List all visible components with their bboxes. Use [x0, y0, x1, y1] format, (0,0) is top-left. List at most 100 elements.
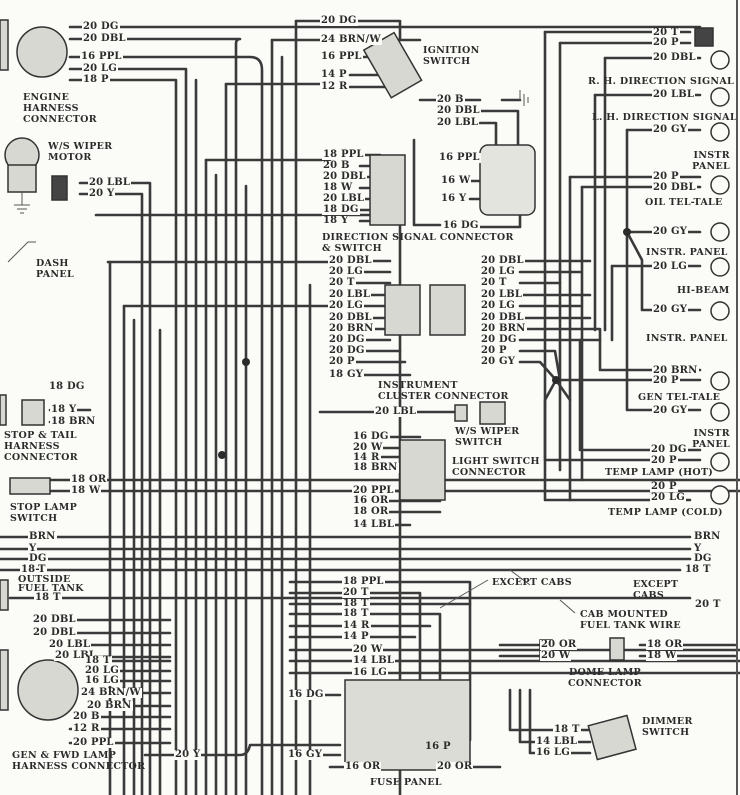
wire-label: 20 LBL	[652, 89, 696, 100]
direction-connector-shape	[369, 154, 406, 226]
wire-label: 20 LBL	[88, 177, 132, 188]
wire-label: 20 OR	[540, 639, 578, 650]
wire-label: 20 LBL	[436, 117, 480, 128]
wire-label: 20 GY	[480, 356, 517, 367]
gen-fwd-lamp-harness-connector-caption: GEN & FWD LAMP HARNESS CONNECTOR	[12, 750, 146, 772]
wire-label: 18 W	[646, 650, 678, 661]
wire-label: 20 DBL	[328, 255, 373, 266]
wire	[68, 37, 242, 795]
wire-label: 20 OR	[436, 761, 474, 772]
wire-label: 18 DG	[48, 381, 86, 392]
wire-label: 18 BRN	[352, 462, 399, 473]
wire-label: DG	[28, 553, 48, 564]
wire-label: 14 LBL	[535, 736, 579, 747]
wire-label: 20 LBL	[374, 406, 418, 417]
wire-label: 18 Y	[50, 404, 78, 415]
lamp-caption: R. H. DIRECTION SIGNAL	[588, 76, 735, 87]
wire-label: 20 LG	[84, 665, 120, 676]
wire-label: 20 DBL	[32, 627, 77, 638]
wire-label: 18 OR	[352, 506, 390, 517]
wire-label: 16 LG	[352, 667, 388, 678]
lamp-caption: TEMP LAMP (HOT)	[605, 467, 714, 478]
lamp-bulb-icon	[710, 301, 730, 321]
wire-label: 20 BRN	[328, 323, 375, 334]
wire-label: 16 DG	[352, 431, 390, 442]
wire-label: 20 LBL	[322, 193, 366, 204]
wire-label: 14 LBL	[352, 655, 396, 666]
wire-label: 16 DG	[442, 220, 480, 231]
wiper-motor-plug	[51, 175, 68, 201]
wire-label: 20 P	[652, 37, 680, 48]
wire-label: Y	[693, 543, 703, 554]
wire-label: 18 DG	[322, 204, 360, 215]
direction-flasher-shape	[479, 144, 536, 216]
wire-label: 18-T	[20, 564, 47, 575]
lamp-caption: OIL TEL-TALE	[645, 197, 723, 208]
ground-icon	[519, 90, 529, 106]
wire-label: 16 LG	[84, 675, 120, 686]
leader-line	[509, 569, 531, 586]
wire-label: 20 PPL	[352, 485, 395, 496]
wiper-motor-body	[7, 164, 37, 193]
wire	[543, 30, 692, 502]
wire-label: 20 GY	[652, 124, 689, 135]
wire-label: 20 Y	[88, 188, 116, 199]
wire-label: 20 B	[322, 160, 351, 171]
lamp-caption: INSTR PANEL	[692, 150, 730, 172]
except-cabs-caption: EXCEPT CABS	[633, 579, 679, 601]
lamp-caption: INSTR. PANEL	[646, 247, 728, 258]
wire-label: 20 T	[328, 277, 356, 288]
wire-label: Y	[28, 543, 38, 554]
wire	[354, 19, 402, 42]
wire-label: 20 B	[72, 711, 101, 722]
leader-line	[7, 241, 36, 263]
dimmer-switch-caption: DIMMER SWITCH	[642, 716, 693, 738]
wire-label: 20 DG	[650, 444, 688, 455]
wire-label: 14 LBL	[352, 519, 396, 530]
wire-label: 20 P	[650, 455, 678, 466]
junction-dot	[218, 451, 226, 459]
wire-label: 18 T	[34, 592, 62, 603]
direction-signal-connector-caption: DIRECTION SIGNAL CONNECTOR & SWITCH	[322, 232, 514, 254]
wire-label: 16 DG	[287, 689, 325, 700]
wire-label: 20 P	[652, 171, 680, 182]
wire-label: 20 GY	[652, 226, 689, 237]
wire-label: BRN	[693, 531, 722, 542]
wire-label: 20 GY	[652, 304, 689, 315]
wire-label: 20 T	[480, 277, 508, 288]
wire	[412, 138, 442, 227]
cab-mounted-fuel-tank-caption: CAB MOUNTED FUEL TANK WIRE	[580, 609, 681, 631]
wire-label: 20 BRN	[652, 365, 699, 376]
cluster-connector-left	[384, 284, 421, 336]
gen-fwd-connector-shape	[17, 659, 79, 721]
wire-label: 16 OR	[344, 761, 382, 772]
wire-label: 20 LG	[82, 63, 118, 74]
wire	[518, 327, 702, 372]
ignition-switch-caption: IGNITION SWITCH	[423, 45, 480, 67]
dash-panel-caption: DASH PANEL	[36, 258, 74, 280]
lamp-bulb-icon	[710, 371, 730, 391]
ws-wiper-motor-caption: W/S WIPER MOTOR	[48, 141, 113, 163]
fuse-panel-shape	[344, 679, 471, 771]
stop-tail-harness-connector-caption: STOP & TAIL HARNESS CONNECTOR	[4, 430, 78, 463]
wire-label: 12 R	[320, 81, 349, 92]
stop-lamp-switch-caption: STOP LAMP SWITCH	[10, 502, 78, 524]
wire-label: 20 DG	[328, 334, 366, 345]
wire-label: 20 DBL	[328, 312, 373, 323]
lamp-caption: INSTR. PANEL	[646, 333, 728, 344]
wire-label: 20 DG	[328, 345, 366, 356]
wire-label: 20 DG	[82, 21, 120, 32]
wire-label: BRN	[28, 531, 57, 542]
wire-label: 18 T	[84, 655, 112, 666]
ground-icon	[14, 192, 30, 214]
except-cabs-caption: EXCEPT CABS	[492, 577, 572, 588]
lamp-caption: INSTR PANEL	[692, 428, 730, 450]
wire-label: 20 P	[650, 481, 678, 492]
junction-dot	[242, 358, 250, 366]
ws-wiper-knob	[479, 401, 506, 425]
dash-edge	[0, 649, 9, 711]
wire-label: 20 T	[342, 587, 370, 598]
lamp-bulb-icon	[710, 402, 730, 422]
ws-wiper-switch-caption: W/S WIPER SWITCH	[455, 426, 520, 448]
